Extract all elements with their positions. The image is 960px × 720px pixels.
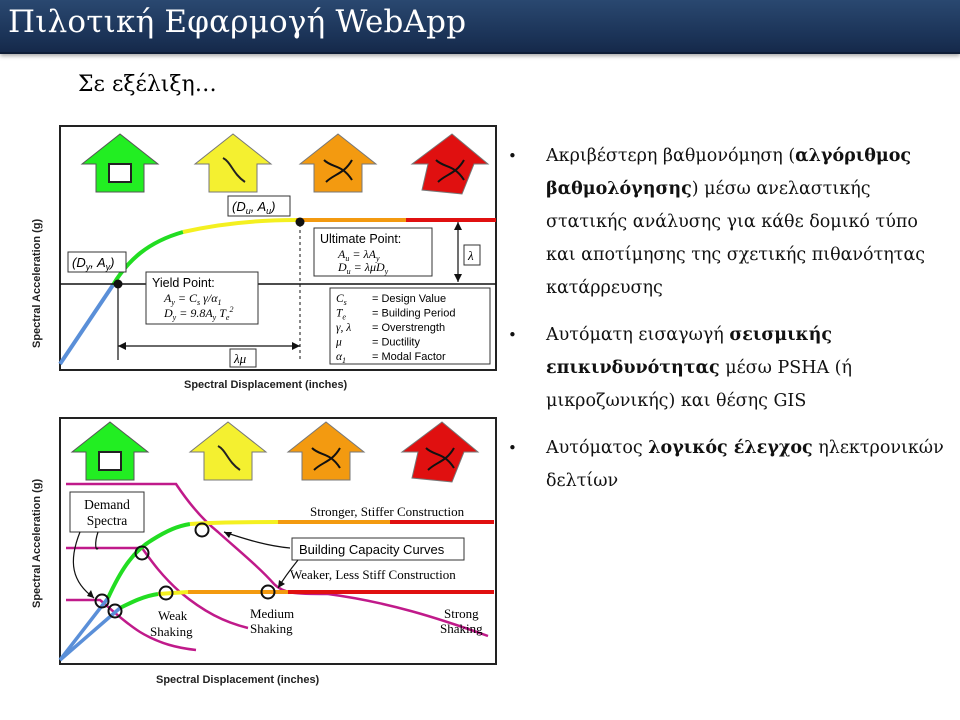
y-axis-label-1: Spectral Acceleration (g) — [31, 218, 43, 348]
intersection-marker — [260, 584, 276, 600]
curve-elastic — [58, 283, 115, 366]
yield-eq-1: Ay = Cs γ/α1 — [163, 291, 222, 307]
house-yellow-icon — [193, 133, 273, 193]
house-green-icon — [80, 133, 160, 193]
house-orange-icon — [298, 133, 378, 193]
bullet-marker: • — [508, 439, 517, 457]
yield-point-box — [145, 271, 259, 325]
legend-symbol: α1 — [336, 351, 346, 365]
capacity-elastic-1 — [58, 596, 110, 662]
capacity-elastic-2 — [58, 606, 122, 662]
dy-ay-label: (Dy, Ay) — [72, 255, 114, 272]
weak-shaking-label-1: Weak — [158, 608, 188, 623]
capacity-curves-label: Building Capacity Curves — [299, 542, 445, 557]
du-au-label: (Du, Au) — [232, 199, 276, 216]
house-green-icon — [70, 421, 150, 481]
capacity-upper-green — [106, 522, 191, 599]
bullet-item-calibration: • Ακριβέστερη βαθμονόμηση (αλγόριθμος βα… — [508, 140, 948, 305]
ultimate-eq-1: Au = λAy — [337, 247, 380, 263]
demand-spectra-label-2: Spectra — [87, 513, 127, 528]
ultimate-title: Ultimate Point: — [320, 232, 401, 246]
legend-description: = Modal Factor — [372, 351, 446, 363]
yield-title: Yield Point: — [152, 276, 215, 290]
parameter-legend — [329, 287, 491, 365]
house-red-icon — [400, 421, 480, 483]
y-axis-label-2: Spectral Acceleration (g) — [31, 478, 43, 608]
title-bar: Πιλοτική Εφαρμογή WebApp — [0, 0, 960, 54]
yield-eq-2: Dy = 9.8Ay Te2 — [163, 305, 233, 322]
legend-description: = Overstrength — [372, 322, 445, 334]
legend-description: = Ductility — [372, 337, 420, 349]
yield-point-marker — [113, 279, 123, 289]
house-orange-icon — [286, 421, 366, 481]
demand-capacity-figure: Demand Spectra Stronger, Stiffer Constru… — [31, 417, 497, 686]
house-red-icon — [410, 133, 490, 195]
capacity-lower-green — [119, 592, 159, 610]
legend-symbol: μ — [335, 337, 342, 349]
stronger-construction-label: Stronger, Stiffer Construction — [310, 504, 465, 519]
strong-shaking-label-1: Strong — [444, 606, 479, 621]
bold-term: αλγόριθμος βαθμολόγησης — [546, 146, 912, 199]
demand-spectra-label-1: Demand — [84, 497, 130, 512]
slide-subtitle: Σε εξέλιξη… — [78, 72, 217, 97]
du-au-label-box — [227, 195, 291, 217]
intersection-marker — [158, 585, 174, 601]
demand-spectrum-tail — [327, 592, 489, 638]
x-axis-label-1: Spectral Displacement (inches) — [184, 379, 348, 391]
bold-term: σεισμικής επικινδυνότητας — [546, 325, 833, 378]
bold-term: λογικός έλεγχος — [648, 438, 813, 458]
weaker-construction-label: Weaker, Less Stiff Construction — [290, 567, 456, 582]
capacity-curves-box — [291, 537, 465, 561]
demand-pointer — [72, 531, 95, 599]
demand-spectra-box — [69, 491, 145, 533]
strong-shaking-label-2: Shaking — [440, 621, 483, 636]
bullet-marker: • — [508, 147, 517, 165]
legend-symbol: Te — [336, 308, 346, 322]
bullet-marker: • — [508, 326, 517, 344]
legend-symbol: Cs — [336, 293, 347, 307]
ultimate-eq-2: Du = λμDy — [337, 260, 389, 276]
house-yellow-icon — [188, 421, 268, 481]
intersection-marker — [134, 545, 150, 561]
lambda-mu-box — [229, 348, 257, 368]
x-axis-label-2: Spectral Displacement (inches) — [156, 674, 320, 686]
intersection-marker — [107, 603, 123, 619]
medium-shaking-label-1: Medium — [250, 606, 294, 621]
medium-shaking-label-2: Shaking — [250, 621, 293, 636]
ultimate-point-box — [313, 227, 433, 277]
lambda-label: λ — [467, 248, 474, 263]
weak-shaking-label-2: Shaking — [150, 624, 193, 639]
intersection-marker — [94, 593, 110, 609]
bullet-item-seismic-hazard: • Αυτόματη εισαγωγή σεισμικής επικινδυνό… — [508, 319, 948, 418]
bullet-list: • Ακριβέστερη βαθμονόμηση (αλγόριθμος βα… — [508, 140, 948, 512]
curve-green — [111, 230, 184, 287]
lambda-mu-label: λμ — [233, 351, 247, 366]
curve-yellow — [182, 218, 297, 234]
legend-description: = Building Period — [372, 308, 455, 320]
capacity-curve-figure: (Du, Au) (Dy, Ay) Ultimate Point: Au = λ… — [31, 125, 497, 391]
slide-title: Πιλοτική Εφαρμογή WebApp — [8, 4, 467, 40]
ultimate-point-marker — [295, 217, 305, 227]
legend-description: = Design Value — [372, 293, 446, 305]
legend-symbol: γ, λ — [336, 322, 351, 334]
dy-ay-label-box — [67, 251, 127, 273]
bullet-item-logic-check: • Αυτόματος λογικός έλεγχος ηλεκτρονικών… — [508, 432, 948, 498]
lambda-box — [463, 244, 481, 266]
intersection-marker — [194, 522, 210, 538]
